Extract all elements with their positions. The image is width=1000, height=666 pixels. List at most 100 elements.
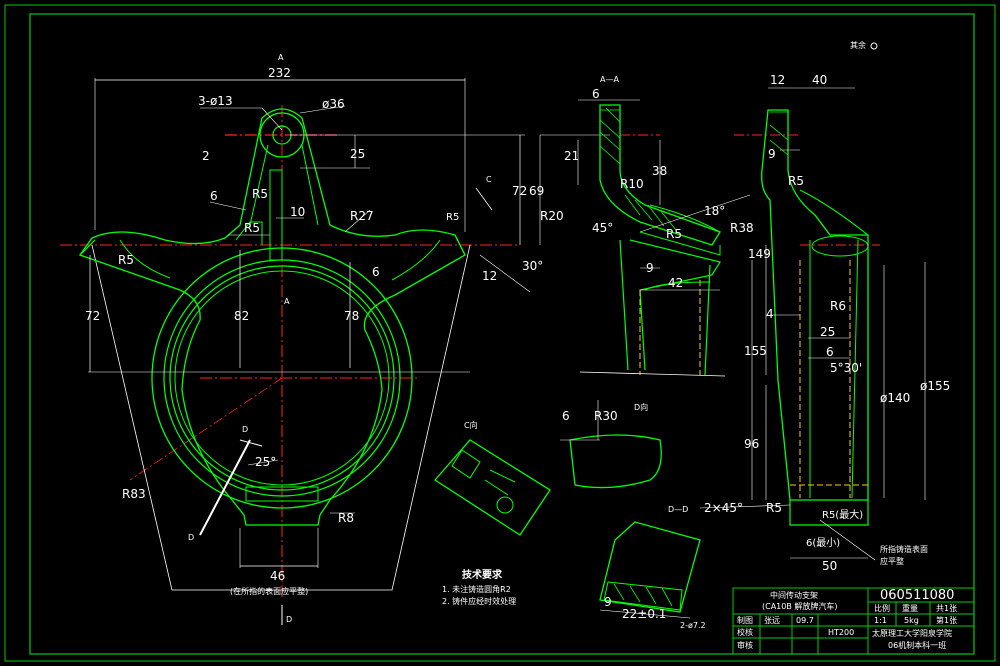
- tech-item-2: 2. 铸件应经时效处理: [442, 596, 516, 606]
- rough-mark-icon: [870, 42, 878, 50]
- side-dim-5x30: 5°30': [830, 361, 862, 375]
- side-note-surface: 所指铸造表面: [880, 544, 928, 554]
- dim-6-right: 6: [372, 265, 380, 279]
- outer-frame: [4, 4, 996, 662]
- rough-mark-text: 其余: [850, 40, 866, 50]
- front-view: 232 3-ø13 ø36 2 25 72 69 R5 6 10 R5 R27 …: [60, 53, 544, 625]
- dim-12: 12: [482, 269, 497, 283]
- side-dim-149: 149: [748, 247, 771, 261]
- side-dim-r5-top: R5: [788, 174, 804, 188]
- side-dim-r6: R6: [830, 299, 846, 313]
- tb-part-sub: (CA10B 解放牌汽车): [762, 601, 838, 611]
- aa-dim-r10: R10: [620, 177, 644, 191]
- label-a-top: A: [278, 53, 284, 62]
- dim-holes: 3-ø13: [198, 94, 233, 108]
- side-dim-d155: ø155: [920, 379, 950, 393]
- dim-69: 69: [529, 184, 544, 198]
- dim-25-deg: 25°: [255, 455, 276, 469]
- label-d-arrow: D: [286, 615, 292, 624]
- aa-dim-r38: R38: [730, 221, 754, 235]
- tb-drawer: 张远: [764, 616, 780, 625]
- dim-2: 2: [202, 149, 210, 163]
- side-dim-50: 50: [822, 559, 837, 573]
- tb-part-name: 中间传动支架: [770, 590, 818, 600]
- dim-r83: R83: [122, 487, 146, 501]
- side-dim-40: 40: [812, 73, 827, 87]
- tb-date: 09.7: [796, 616, 814, 625]
- tech-requirements: 技术要求 1. 未注铸造圆角R2 2. 铸件应经时效处理: [442, 568, 516, 606]
- dim-6-rib: 6: [210, 189, 218, 203]
- dim-46: 46: [270, 569, 285, 583]
- aa-dim-18: 18°: [704, 204, 725, 218]
- aa-dim-38: 38: [652, 164, 667, 178]
- dim-78: 78: [344, 309, 359, 323]
- aa-dim-42: 42: [668, 276, 683, 290]
- dim-r27: R27: [350, 209, 374, 223]
- aa-dim-45: 45°: [592, 221, 613, 235]
- view-dd-label: D—D: [668, 505, 688, 514]
- tb-sheet: 第1张: [936, 615, 957, 625]
- side-dim-r5-max: R5(最大): [822, 508, 863, 521]
- side-dim-r5-bottom: R5: [766, 501, 782, 515]
- label-d-top: D: [242, 425, 248, 434]
- tb-row-check: 校核: [737, 627, 753, 637]
- detail-dim-bore: 2-ø7.2: [680, 621, 706, 630]
- tb-row-draw: 制图: [737, 615, 753, 625]
- tb-scale: 1:1: [874, 616, 887, 625]
- side-dim-96: 96: [744, 437, 759, 451]
- tb-col-sheets: 共1张: [936, 604, 957, 613]
- aa-dim-6: 6: [592, 87, 600, 101]
- view-d-label: D向: [634, 402, 648, 412]
- side-view: 12 40 9 R5 149 R6 4 25 155 6 5°30' ø140 …: [699, 73, 950, 573]
- tb-col-scale: 比例: [874, 603, 890, 613]
- tech-item-1: 1. 未注铸造圆角R2: [442, 584, 511, 594]
- tb-drawing-no: 060511080: [880, 588, 954, 603]
- tb-row-review: 审核: [737, 640, 753, 650]
- side-note-surface-2: 应平整: [880, 556, 904, 566]
- dim-232: 232: [268, 66, 291, 80]
- dim-r5-rib: R5: [252, 187, 268, 201]
- side-dim-4: 4: [766, 307, 774, 321]
- side-dim-12: 12: [770, 73, 785, 87]
- aa-dim-9: 9: [646, 261, 654, 275]
- dim-82: 82: [234, 309, 249, 323]
- detail-dim-22: 22±0.1: [622, 607, 666, 621]
- dim-10: 10: [290, 205, 305, 219]
- tb-class: 06机制本科一班: [888, 640, 946, 650]
- side-dim-155: 155: [744, 344, 767, 358]
- detail-dim-9: 9: [604, 595, 612, 609]
- dim-25: 25: [350, 147, 365, 161]
- label-c: C: [486, 175, 492, 184]
- view-c-label: C向: [464, 420, 478, 430]
- label-d-bottom: D: [188, 533, 194, 542]
- tech-heading: 技术要求: [462, 568, 503, 581]
- tb-weight: 5kg: [904, 616, 919, 625]
- side-dim-6-min: 6(最小): [806, 537, 840, 549]
- dim-r8: R8: [338, 511, 354, 525]
- side-dim-2x45: 2×45°: [704, 501, 743, 515]
- detail-dim-6: 6: [562, 409, 570, 423]
- dim-30-deg: 30°: [522, 259, 543, 273]
- inner-frame: [29, 13, 975, 655]
- aa-dim-r20: R20: [540, 209, 564, 223]
- tb-material: HT200: [828, 628, 854, 637]
- dim-r5-base: R5: [244, 221, 260, 235]
- title-block: 中间传动支架 (CA10B 解放牌汽车) 060511080 比例 重量 共1张…: [732, 587, 975, 655]
- dim-r5-right: R5: [446, 212, 459, 223]
- tb-school: 太原理工大学阳泉学院: [872, 628, 952, 638]
- dim-diameter-36: ø36: [322, 97, 345, 111]
- dim-72-top: 72: [512, 184, 527, 198]
- side-dim-d140: ø140: [880, 391, 910, 405]
- dim-r5-left: R5: [118, 253, 134, 267]
- section-aa-label: A—A: [600, 75, 619, 84]
- detail-views: C向 D向 6 R30 D—D 9 22±0.1 2-ø7.2: [434, 400, 706, 630]
- tb-col-weight: 重量: [902, 603, 918, 613]
- side-dim-6: 6: [826, 345, 834, 359]
- detail-dim-r30: R30: [594, 409, 618, 423]
- side-dim-25: 25: [820, 325, 835, 339]
- dim-72-left: 72: [85, 309, 100, 323]
- section-aa-view: A—A 6 21 38 R10 R20 45° 18° R38 R5 9 42: [539, 75, 754, 377]
- aa-dim-21: 21: [564, 149, 579, 163]
